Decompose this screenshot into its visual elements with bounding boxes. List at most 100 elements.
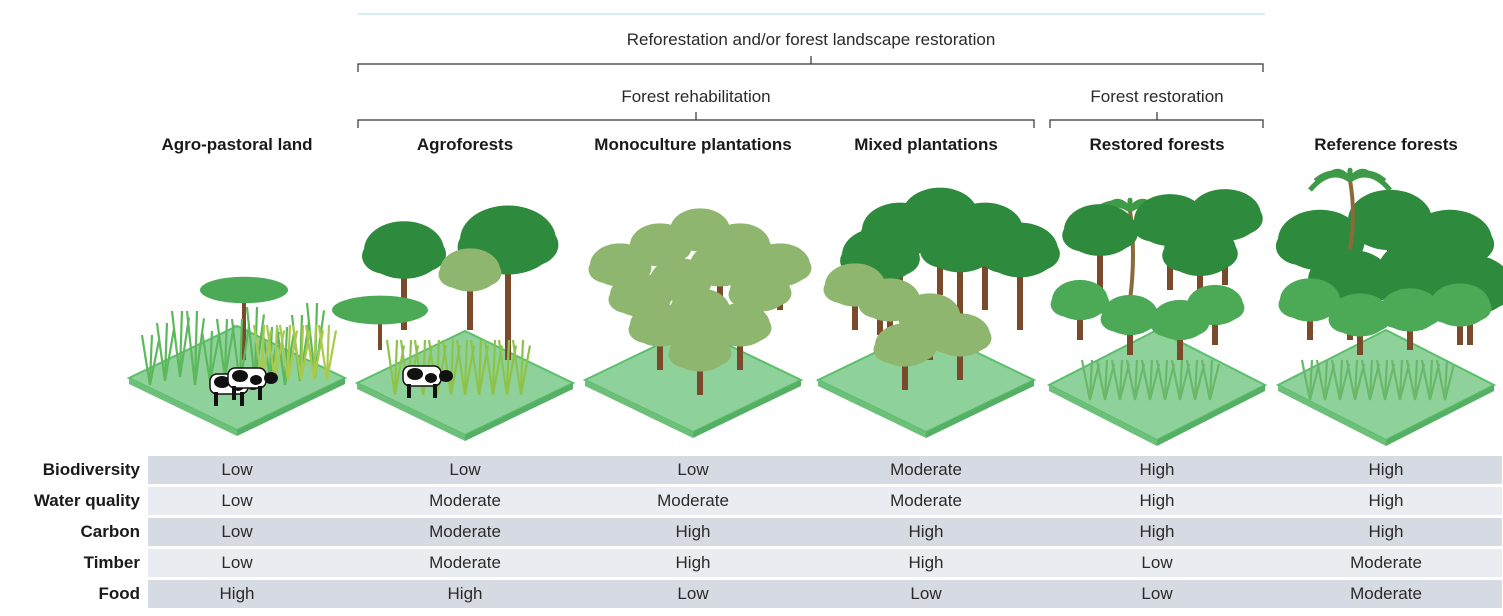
- table-cell: Moderate: [429, 522, 501, 541]
- tree-canopy: [668, 301, 705, 328]
- table-cell: Moderate: [1350, 584, 1422, 603]
- column-header-reference: Reference forests: [1314, 135, 1458, 154]
- tree-trunk: [717, 265, 723, 310]
- tree-trunk: [902, 345, 908, 390]
- tree-canopy: [438, 261, 475, 288]
- table-cell: High: [1139, 460, 1175, 479]
- palm-frond: [1308, 172, 1352, 192]
- tree-canopy: [1455, 294, 1492, 322]
- table-cell: Low: [221, 553, 253, 572]
- palm-trunk: [1348, 179, 1355, 251]
- table-cell: Moderate: [1350, 553, 1422, 572]
- cow-leg: [232, 386, 236, 400]
- ground-edge: [465, 383, 573, 441]
- crop-plant: [1200, 359, 1221, 401]
- tree-canopy: [1428, 296, 1465, 323]
- column-header-monoculture: Monoculture plantations: [594, 135, 792, 154]
- tree-canopy: [1194, 237, 1238, 270]
- tree-canopy: [1185, 296, 1220, 322]
- crop-plant: [441, 339, 462, 396]
- tree-canopy: [955, 324, 992, 352]
- cow-patch: [425, 373, 437, 383]
- table-cell: High: [675, 553, 711, 572]
- tree-trunk: [957, 335, 963, 380]
- ground-edge: [1157, 385, 1265, 446]
- tree-canopy: [1278, 291, 1315, 318]
- tree-canopy: [695, 339, 732, 367]
- tree-canopy: [688, 256, 725, 283]
- tree-canopy: [362, 238, 410, 274]
- cow-leg: [240, 392, 244, 406]
- tree-trunk: [887, 300, 893, 345]
- tree-canopy: [755, 279, 792, 307]
- tree-trunk: [505, 240, 511, 360]
- crop-plant: [317, 324, 338, 381]
- bracket-label-rehabilitation: Forest rehabilitation: [621, 87, 771, 106]
- tree-canopy: [628, 316, 665, 343]
- tree-canopy: [1062, 219, 1106, 252]
- tree-trunk: [1097, 230, 1103, 300]
- ground-edge: [818, 380, 926, 438]
- tree-trunk: [957, 245, 963, 325]
- row-label: Timber: [83, 553, 140, 572]
- bracket-label-reforestation: Reforestation and/or forest landscape re…: [626, 30, 996, 49]
- ground-edge: [693, 380, 801, 438]
- table-cell: Moderate: [429, 553, 501, 572]
- tree-canopy: [668, 341, 705, 368]
- row-label: Food: [98, 584, 140, 603]
- cow-patch: [250, 375, 262, 385]
- tree-canopy: [1328, 306, 1365, 333]
- tree-trunk: [982, 230, 988, 310]
- table-cell: Moderate: [429, 491, 501, 510]
- table-cell: High: [1139, 522, 1175, 541]
- bracket-lines: [357, 13, 1265, 128]
- cow-leg: [258, 386, 262, 400]
- tree-canopy: [1094, 217, 1138, 250]
- crop-plant: [455, 339, 476, 396]
- tree-canopy: [1050, 291, 1085, 317]
- landscape-illustrations: [126, 167, 1503, 446]
- table-cell: Low: [1141, 553, 1173, 572]
- tree-canopy: [398, 236, 446, 272]
- ground-tile: [1046, 328, 1268, 442]
- tree-canopy: [1219, 202, 1263, 235]
- ground-edge: [237, 378, 345, 436]
- tree-canopy: [1014, 236, 1060, 271]
- bracket-label-restoration: Forest restoration: [1090, 87, 1224, 106]
- tree-canopy: [1375, 257, 1427, 296]
- tree-canopy: [920, 233, 966, 268]
- tree-canopy: [668, 221, 705, 248]
- tree-canopy: [900, 334, 937, 362]
- tree-canopy: [332, 295, 428, 325]
- tree-trunk: [657, 325, 663, 370]
- table-cell: Low: [677, 460, 709, 479]
- tree-trunk: [852, 285, 858, 330]
- table-cell: Low: [221, 522, 253, 541]
- tree-trunk: [401, 250, 407, 330]
- tree-canopy: [608, 286, 645, 313]
- tree-canopy: [728, 281, 765, 308]
- crop-plant: [497, 339, 518, 396]
- crop-plant: [140, 334, 161, 386]
- column-header-mixed: Mixed plantations: [854, 135, 998, 154]
- table-cell: High: [1368, 460, 1404, 479]
- crop-plant: [291, 324, 312, 381]
- crop-plant: [469, 339, 490, 396]
- cow-head: [439, 370, 453, 382]
- row-label: Water quality: [33, 491, 140, 510]
- cow-patch: [214, 376, 230, 388]
- tree-canopy: [1443, 225, 1495, 264]
- column-header-restored: Restored forests: [1089, 135, 1225, 154]
- table-cell: Moderate: [890, 460, 962, 479]
- column-header-agroforests: Agroforests: [416, 135, 514, 154]
- tree-canopy: [1100, 306, 1135, 332]
- column-header-agro-pastoral: Agro-pastoral land: [161, 135, 313, 154]
- cow-patch: [407, 368, 423, 380]
- tree-canopy: [735, 314, 772, 342]
- ground-edge: [1049, 385, 1157, 446]
- tree-canopy: [628, 236, 665, 263]
- table-cell: Moderate: [890, 491, 962, 510]
- ground-edge: [1386, 385, 1494, 446]
